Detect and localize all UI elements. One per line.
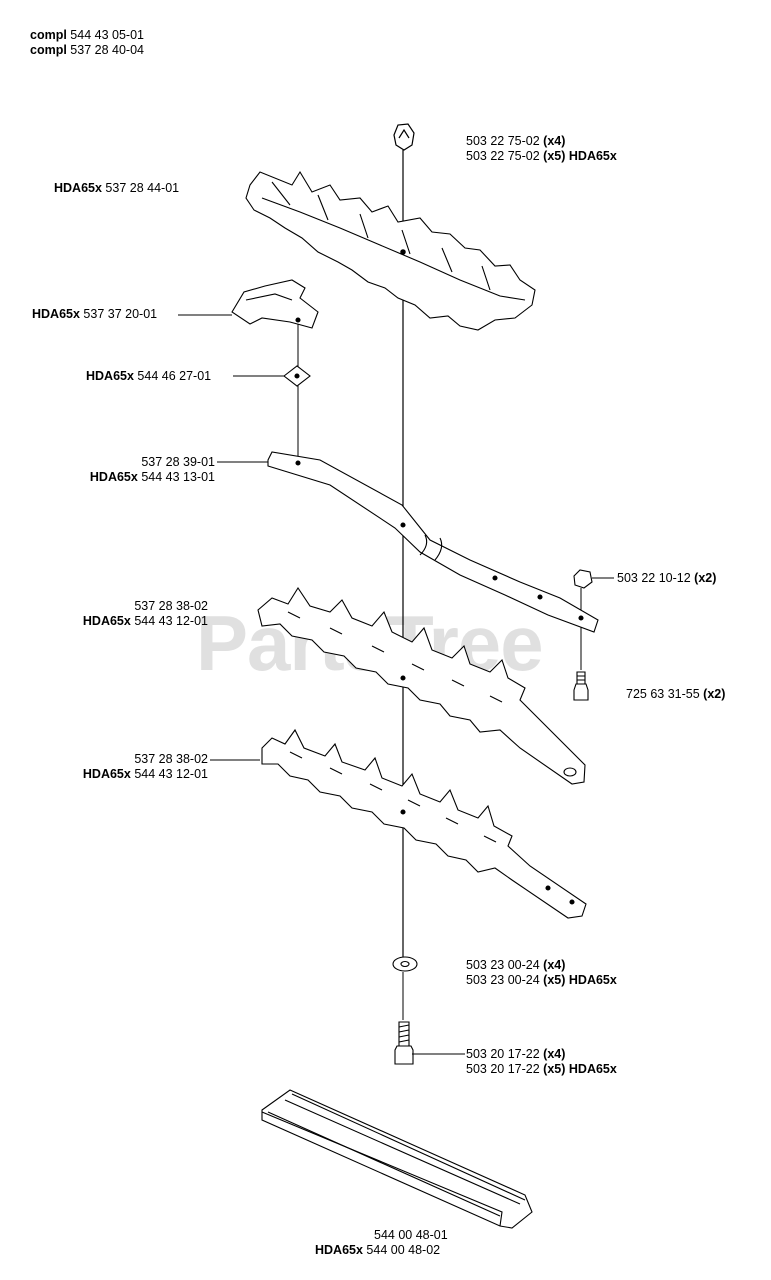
quantity: (x4) (543, 958, 566, 972)
label-square-washer: HDA65x 544 46 27-01 (86, 369, 211, 384)
model-tag: HDA65x (568, 973, 617, 987)
label-screw-x4: 503 20 17-22 (x4) (466, 1047, 565, 1062)
header-part-number: 544 43 05-01 (70, 28, 144, 42)
top-nut (393, 123, 415, 151)
part-number: 503 22 75-02 (466, 149, 540, 163)
quantity: (x4) (543, 1047, 566, 1061)
part-number: 503 23 00-24 (466, 973, 540, 987)
label-screw-x5: 503 20 17-22 (x5) HDA65x (466, 1062, 617, 1077)
upper-blade (257, 586, 586, 785)
blade-cover (261, 1089, 533, 1229)
part-number: 537 28 39-01 (141, 455, 215, 469)
label-bracket: HDA65x 537 37 20-01 (32, 307, 157, 322)
part-number: 544 00 48-02 (366, 1243, 441, 1257)
part-number: 544 00 48-01 (374, 1228, 448, 1242)
part-number: 503 20 17-22 (466, 1062, 540, 1076)
label-top-guard: HDA65x 537 28 44-01 (54, 181, 179, 196)
part-number: 544 43 13-01 (141, 470, 215, 484)
guide-bar (267, 451, 599, 633)
quantity: (x5) (543, 1062, 566, 1076)
label-washer-x4: 503 23 00-24 (x4) (466, 958, 565, 973)
header-part-number: 537 28 40-04 (70, 43, 144, 57)
top-guard (245, 170, 536, 331)
label-top-nut-x4: 503 22 75-02 (x4) (466, 134, 565, 149)
header-prefix: compl (30, 28, 67, 42)
label-guide-bar-std: 537 28 39-01 (141, 455, 215, 470)
part-number: 503 22 75-02 (466, 134, 540, 148)
quantity: (x5) (543, 973, 566, 987)
part-number: 544 43 12-01 (134, 614, 208, 628)
leader-lines (178, 314, 614, 1055)
model-tag: HDA65x (82, 614, 131, 628)
part-number: 537 28 44-01 (105, 181, 180, 195)
quantity: (x4) (543, 134, 566, 148)
label-right-screw: 725 63 31-55 (x2) (626, 687, 725, 702)
part-number: 537 28 38-02 (134, 599, 208, 613)
label-cover-std: 544 00 48-01 (374, 1228, 448, 1243)
part-number: 503 22 10-12 (617, 571, 691, 585)
label-lower-blade-std: 537 28 38-02 (134, 752, 208, 767)
label-lower-blade-hda: HDA65x 544 43 12-01 (83, 767, 208, 782)
model-tag: HDA65x (32, 307, 80, 321)
quantity: (x2) (703, 687, 726, 701)
quantity: (x5) (543, 149, 566, 163)
model-tag: HDA65x (54, 181, 102, 195)
square-washer (283, 365, 311, 387)
round-washer (392, 956, 418, 972)
quantity: (x2) (694, 571, 717, 585)
part-number: 725 63 31-55 (626, 687, 700, 701)
bottom-screw (394, 1021, 414, 1065)
label-washer-x5: 503 23 00-24 (x5) HDA65x (466, 973, 617, 988)
right-screw (573, 671, 589, 701)
header-line-1: compl 544 43 05-01 (30, 28, 144, 43)
header-prefix: compl (30, 43, 67, 57)
part-number: 544 46 27-01 (137, 369, 212, 383)
lower-blade (261, 728, 587, 919)
part-number: 537 28 38-02 (134, 752, 208, 766)
bracket-part (231, 279, 319, 329)
model-tag: HDA65x (86, 369, 134, 383)
label-cover-hda: HDA65x 544 00 48-02 (315, 1243, 440, 1258)
right-nut (573, 569, 593, 589)
model-tag: HDA65x (82, 767, 131, 781)
label-guide-bar-hda: HDA65x 544 43 13-01 (90, 470, 215, 485)
label-right-nut: 503 22 10-12 (x2) (617, 571, 716, 586)
model-tag: HDA65x (315, 1243, 363, 1257)
header-line-2: compl 537 28 40-04 (30, 43, 144, 58)
model-tag: HDA65x (568, 1062, 617, 1076)
label-upper-blade-std: 537 28 38-02 (134, 599, 208, 614)
model-tag: HDA65x (568, 149, 617, 163)
model-tag: HDA65x (89, 470, 138, 484)
part-number: 544 43 12-01 (134, 767, 208, 781)
part-number: 503 23 00-24 (466, 958, 540, 972)
label-top-nut-x5: 503 22 75-02 (x5) HDA65x (466, 149, 617, 164)
part-number: 537 37 20-01 (83, 307, 158, 321)
label-upper-blade-hda: HDA65x 544 43 12-01 (83, 614, 208, 629)
part-number: 503 20 17-22 (466, 1047, 540, 1061)
